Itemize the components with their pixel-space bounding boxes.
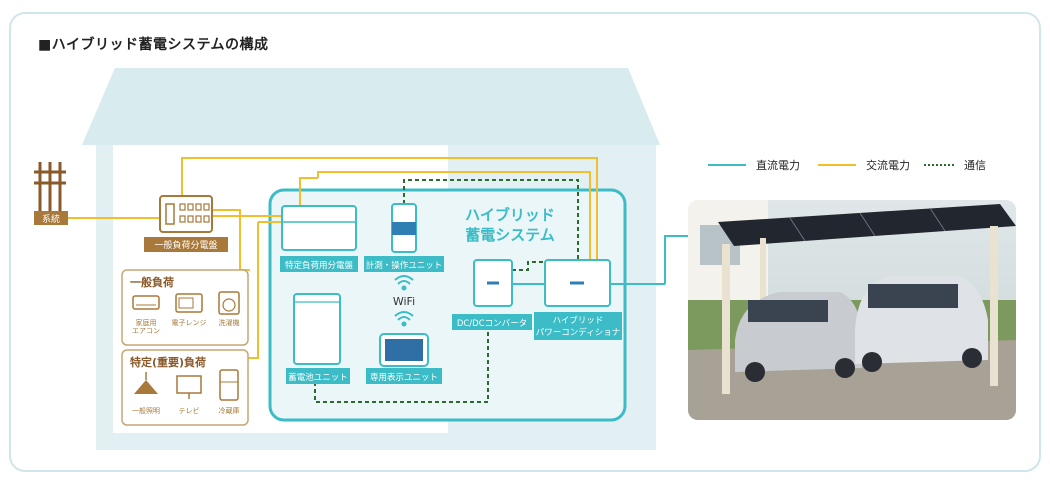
dcdc-label-bg	[452, 314, 532, 330]
carport-solar-photo	[688, 200, 1016, 420]
comm-line-icon	[924, 164, 954, 166]
general-load-title: 一般負荷	[130, 275, 174, 289]
legend-dc-label: 直流電力	[756, 159, 800, 172]
specific-load-item-3: 冷蔵庫	[219, 406, 240, 415]
wifi-icon	[394, 275, 414, 291]
grid-label: 系統	[42, 213, 60, 225]
main-panel-label: 一般負荷分電盤	[154, 239, 217, 251]
diagram-title: ■ハイブリッド蓄電システムの構成	[38, 37, 269, 53]
grid-label-bg	[34, 211, 68, 225]
display-label: 専用表示ユニット	[370, 372, 438, 383]
dcdc-label: DC/DCコンバータ	[457, 319, 527, 329]
legend-ac: 交流電力	[818, 157, 910, 173]
microwave-icon	[175, 293, 203, 313]
specific-load-item-1: 一般照明	[132, 406, 160, 415]
fridge-icon	[219, 369, 239, 401]
system-title-line1: ハイブリッド	[465, 206, 555, 224]
meter-unit-band	[392, 222, 416, 235]
specific-panel-label: 特定負荷用分電盤	[285, 260, 354, 271]
legend-ac-label: 交流電力	[866, 159, 910, 172]
specific-load-title: 特定(重要)負荷	[130, 355, 206, 369]
wifi-label: WiFi	[393, 295, 415, 308]
battery-icon	[293, 293, 341, 365]
wifi-icon-2	[394, 311, 414, 327]
comm-wiring	[314, 179, 579, 403]
general-load-item-2: 電子レンジ	[172, 319, 207, 327]
utility-pole-icon	[34, 162, 66, 215]
pcs-label-line1: ハイブリッド	[553, 315, 604, 326]
pcs-label-bg	[534, 312, 622, 340]
legend-comm-label: 通信	[964, 159, 986, 172]
house-roof	[82, 68, 660, 145]
main-panel-breakers	[179, 203, 210, 223]
dc-wiring	[512, 235, 688, 285]
battery-label: 蓄電池ユニット	[288, 372, 348, 383]
specific-load-item-2: テレビ	[179, 406, 200, 415]
battery-label-bg	[286, 368, 350, 384]
display-label-bg	[366, 368, 442, 384]
main-panel-switch	[165, 203, 175, 225]
display-unit-screen	[385, 339, 423, 361]
main-panel-label-bg	[144, 237, 228, 252]
hybrid-system-box	[268, 188, 627, 422]
specific-panel-label-bg	[280, 256, 358, 272]
pcs-label-line2: パワーコンディショナ	[536, 327, 620, 338]
dc-line-icon	[708, 164, 746, 166]
main-panel-icon	[159, 195, 213, 233]
legend-comm: 通信	[924, 157, 986, 173]
general-load-item-3: 洗濯機	[219, 318, 240, 327]
meter-unit-label-bg	[364, 256, 444, 272]
tv-icon	[176, 375, 202, 399]
system-title-line2: 蓄電システム	[465, 226, 555, 244]
ac-line-icon	[818, 164, 856, 166]
lamp-icon	[134, 372, 158, 394]
aircon-icon	[132, 295, 160, 310]
legend-dc: 直流電力	[708, 157, 800, 173]
general-load-item-1: 家庭用エアコン	[132, 318, 160, 335]
specific-panel-icon	[281, 205, 357, 251]
washer-icon	[218, 291, 240, 315]
meter-unit-label: 計測・操作ユニット	[366, 260, 443, 271]
